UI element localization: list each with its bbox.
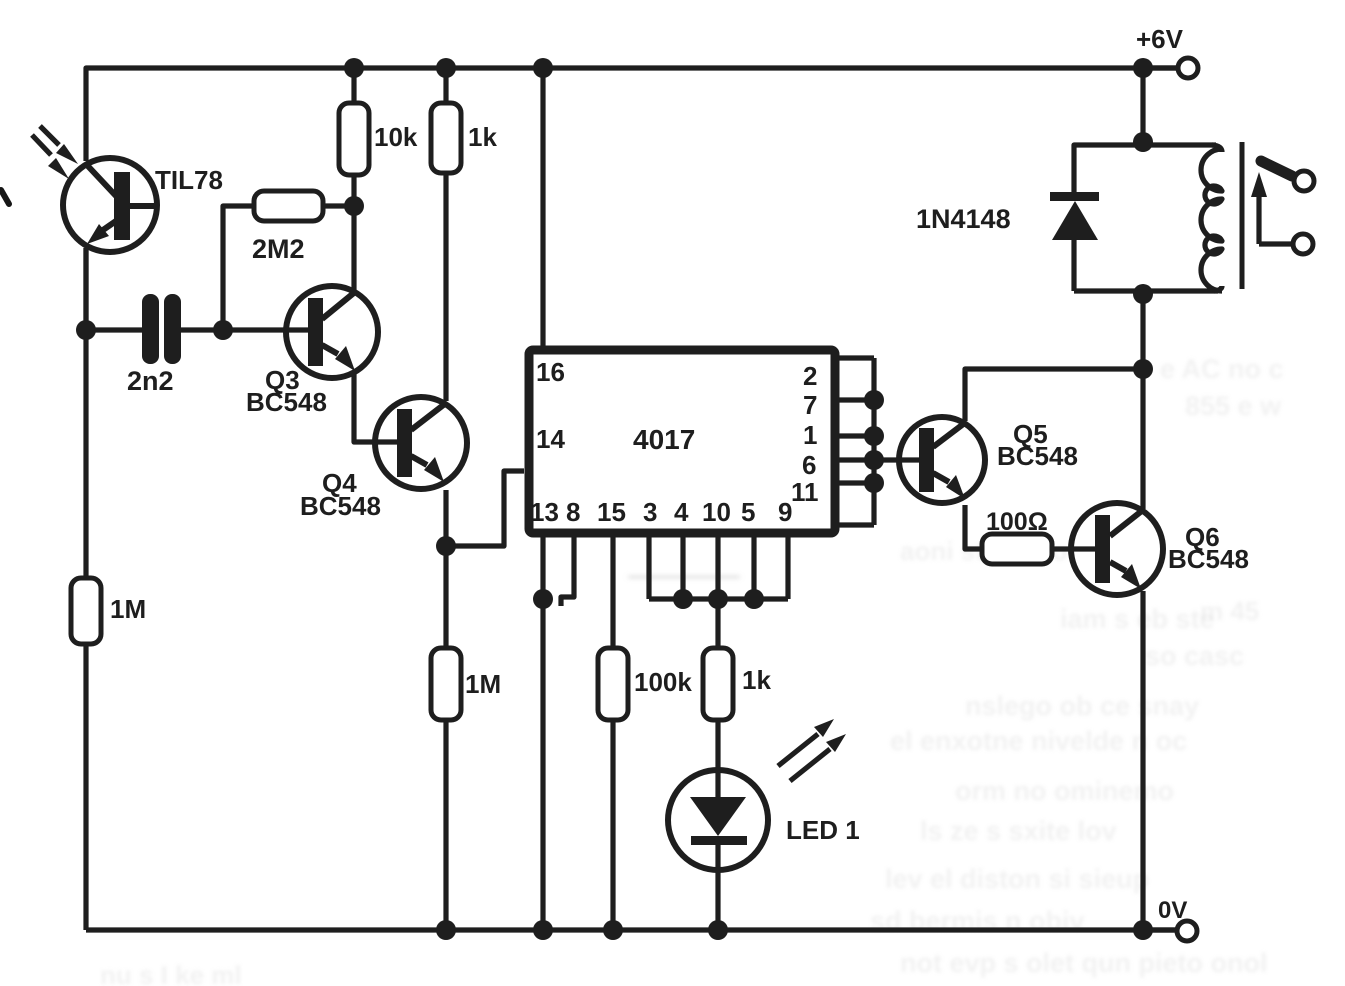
svg-text:TIL78: TIL78 (155, 165, 223, 195)
svg-text:0V: 0V (1158, 897, 1187, 924)
svg-text:BC548: BC548 (997, 441, 1078, 471)
svg-text:orm no ominemo: orm no ominemo (955, 776, 1174, 806)
svg-text:BC548: BC548 (300, 491, 381, 521)
svg-text:100k: 100k (634, 667, 692, 697)
svg-text:3: 3 (643, 497, 657, 527)
svg-text:1M: 1M (110, 594, 146, 624)
svg-text:Q3: Q3 (265, 365, 300, 395)
svg-text:Q5: Q5 (1013, 419, 1048, 449)
svg-text:4017: 4017 (633, 424, 695, 455)
svg-text:Q4: Q4 (322, 468, 357, 498)
svg-text:ls ze s sxite lov: ls ze s sxite lov (920, 816, 1117, 846)
svg-text:855 e w: 855 e w (1185, 391, 1282, 421)
svg-text:not evp s olet qun pieto onol: not evp s olet qun pieto onol (900, 948, 1267, 978)
svg-text:e AC no c: e AC no c (1160, 354, 1284, 384)
svg-text:9: 9 (778, 497, 792, 527)
svg-text:BC548: BC548 (1168, 544, 1249, 574)
svg-text:Q6: Q6 (1185, 522, 1220, 552)
svg-text:1N4148: 1N4148 (916, 204, 1011, 234)
svg-text:so casc: so casc (1145, 641, 1244, 671)
svg-text:15: 15 (597, 497, 626, 527)
svg-text:16: 16 (536, 357, 565, 387)
svg-text:13: 13 (530, 497, 559, 527)
svg-text:8: 8 (566, 497, 580, 527)
svg-text:2M2: 2M2 (252, 234, 305, 264)
svg-text:10k: 10k (374, 122, 418, 152)
svg-text:nu s I ke ml: nu s I ke ml (100, 960, 242, 986)
svg-text:5: 5 (741, 497, 755, 527)
svg-text:1: 1 (803, 420, 817, 450)
svg-text:+6V: +6V (1136, 24, 1184, 54)
svg-text:nslego ob ce snay: nslego ob ce snay (965, 691, 1199, 721)
svg-text:1M: 1M (465, 669, 501, 699)
svg-text:10: 10 (702, 497, 731, 527)
svg-text:11: 11 (791, 477, 819, 507)
svg-text:6: 6 (802, 450, 816, 480)
svg-text:LED 1: LED 1 (786, 815, 860, 845)
svg-text:7: 7 (803, 390, 817, 420)
svg-text:m 45: m 45 (1200, 596, 1259, 626)
svg-text:1k: 1k (742, 665, 771, 695)
svg-text:14: 14 (536, 424, 565, 454)
svg-text:BC548: BC548 (246, 387, 327, 417)
svg-text:1k: 1k (468, 122, 497, 152)
svg-text:100Ω: 100Ω (986, 508, 1048, 536)
svg-text:4: 4 (674, 497, 689, 527)
svg-text:iam s eb ste: iam s eb ste (1060, 604, 1215, 634)
svg-text:2n2: 2n2 (127, 366, 174, 396)
svg-text:el enxotne nivelde n oc: el enxotne nivelde n oc (890, 726, 1187, 756)
svg-text:lev el diston si sieup: lev el diston si sieup (885, 864, 1149, 894)
svg-text:2: 2 (803, 361, 817, 391)
